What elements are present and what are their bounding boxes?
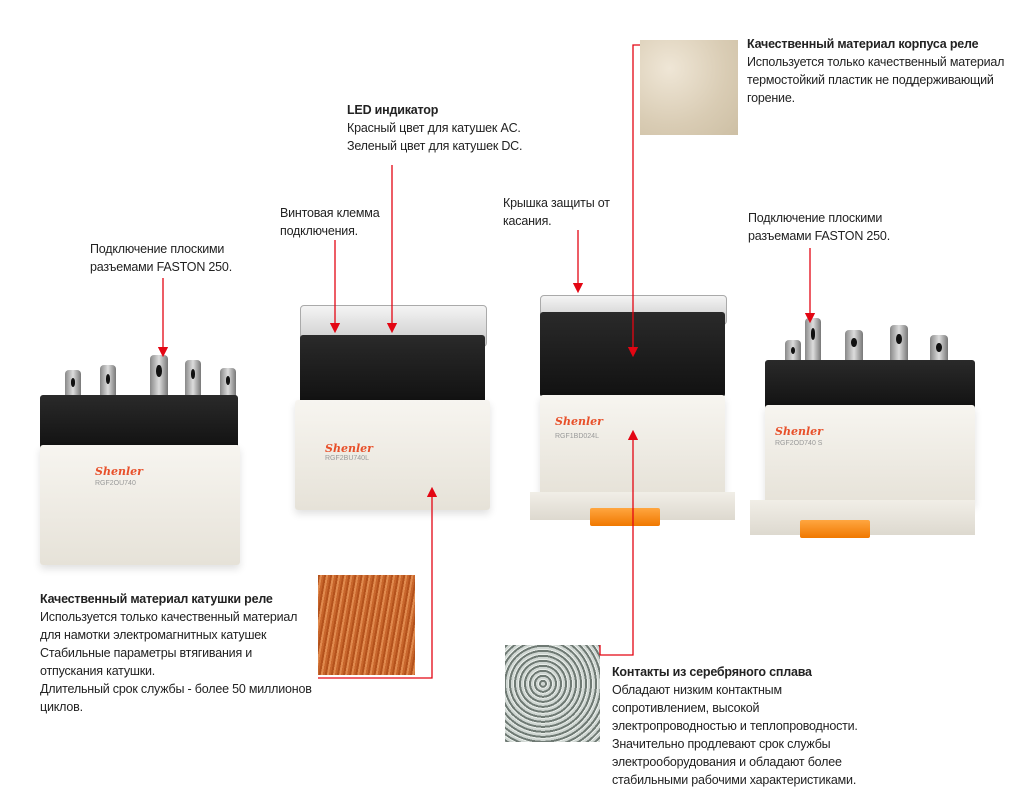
callout-line: разъемами FASTON 250.	[90, 260, 232, 274]
callout-line: термостойкий пластик не поддерживающий	[747, 73, 994, 87]
callout-line: Винтовая клемма	[280, 206, 380, 220]
callout-line: подключения.	[280, 224, 358, 238]
callout-line: Красный цвет для катушек AC.	[347, 121, 521, 135]
callout-faston-left: Подключение плоскими разъемами FASTON 25…	[90, 240, 232, 276]
copper-coil-image	[318, 575, 415, 675]
callout-led: LED индикатор Красный цвет для катушек A…	[347, 101, 522, 155]
callout-line: для намотки электромагнитных катушек	[40, 628, 267, 642]
callout-line: электропроводностью и теплопроводности.	[612, 719, 858, 733]
callout-faston-right: Подключение плоскими разъемами FASTON 25…	[748, 209, 890, 245]
din-latch	[800, 520, 870, 538]
relay-brand: Shenler	[555, 415, 603, 428]
plastic-texture-image	[640, 40, 738, 135]
callout-line: касания.	[503, 214, 552, 228]
relay-brand: Shenler	[95, 465, 143, 478]
din-latch	[590, 508, 660, 526]
callout-title: Качественный материал катушки реле	[40, 592, 273, 606]
silver-alloy-image	[505, 645, 600, 742]
callout-housing: Качественный материал корпуса реле Испол…	[747, 35, 1004, 107]
callout-line: Используется только качественный материа…	[747, 55, 1005, 69]
callout-line: Крышка защиты от	[503, 196, 610, 210]
callout-coil: Качественный материал катушки реле Испол…	[40, 590, 312, 716]
relay-model: RGF1BD024L	[555, 433, 599, 440]
callout-line: горение.	[747, 91, 795, 105]
relay-brand: Shenler	[325, 442, 373, 455]
callout-line: электрооборудования и обладают более	[612, 755, 842, 769]
callout-line: Зеленый цвет для катушек DC.	[347, 139, 523, 153]
relay-model: RGF2BU740L	[325, 455, 369, 462]
callout-line: Обладают низким контактным	[612, 683, 782, 697]
relay-brand: Shenler	[775, 425, 823, 438]
callout-line: Подключение плоскими	[748, 211, 883, 225]
callout-cover: Крышка защиты от касания.	[503, 194, 610, 230]
callout-line: Значительно продлевают срок службы	[612, 737, 831, 751]
callout-line: стабильными рабочими характеристиками.	[612, 773, 857, 787]
callout-screw-terminal: Винтовая клемма подключения.	[280, 204, 380, 240]
callout-contacts: Контакты из серебряного сплава Обладают …	[612, 663, 858, 789]
callout-line: Подключение плоскими	[90, 242, 225, 256]
callout-line: циклов.	[40, 700, 83, 714]
callout-line: отпускания катушки.	[40, 664, 156, 678]
callout-line: Длительный срок службы - более 50 миллио…	[40, 682, 312, 696]
callout-line: Стабильные параметры втягивания и	[40, 646, 253, 660]
callout-line: Используется только качественный материа…	[40, 610, 298, 624]
relay-model: RGF2OU740	[95, 480, 136, 487]
relay-model: RGF2OD740 S	[775, 440, 823, 447]
callout-title: Контакты из серебряного сплава	[612, 665, 812, 679]
callout-line: разъемами FASTON 250.	[748, 229, 890, 243]
callout-title: LED индикатор	[347, 103, 439, 117]
callout-title: Качественный материал корпуса реле	[747, 37, 979, 51]
callout-line: сопротивлением, высокой	[612, 701, 760, 715]
